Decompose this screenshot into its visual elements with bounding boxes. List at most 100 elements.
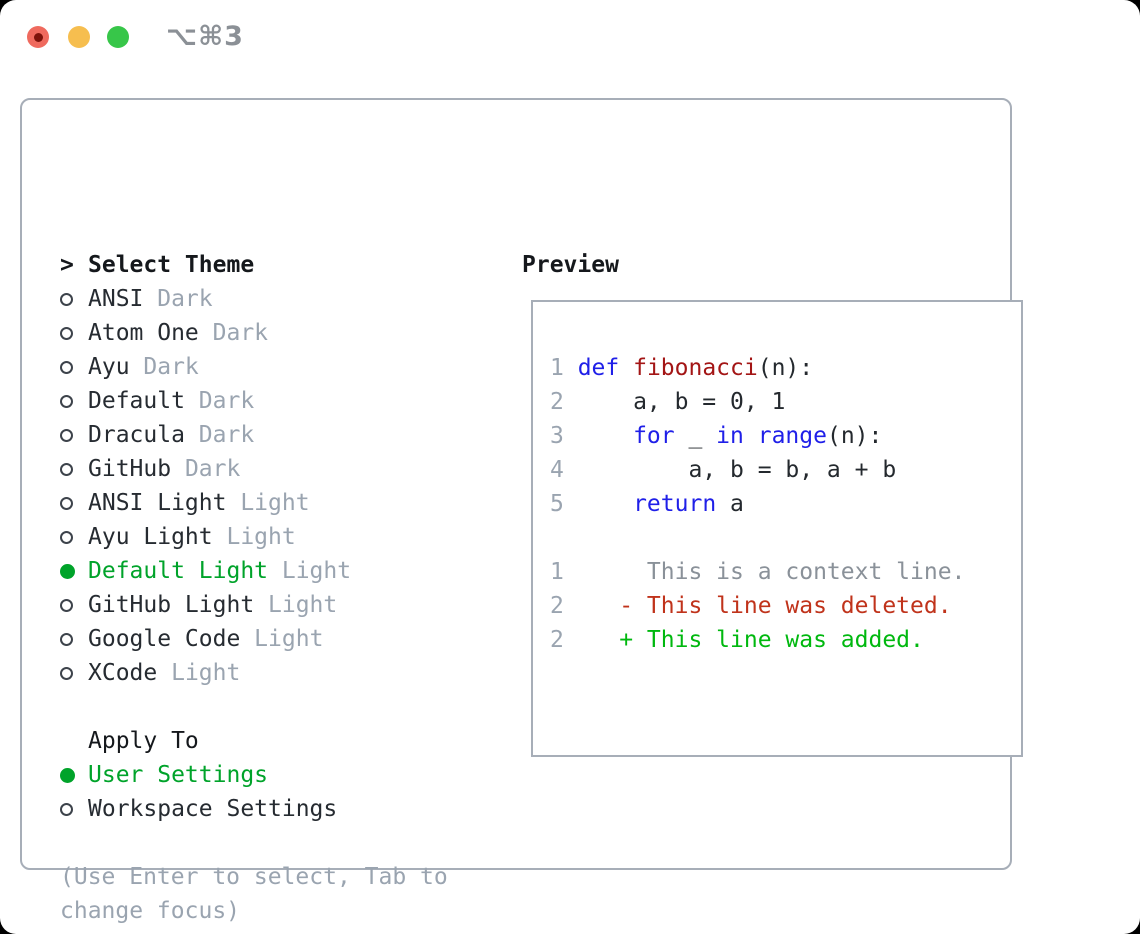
option-variant-label: Light [268, 558, 352, 584]
option-variant-label: Light [226, 490, 310, 516]
option-variant-label: Dark [184, 388, 255, 414]
option-label: Google Code [88, 626, 241, 652]
preview-line: 1 This is a context line. [550, 555, 1021, 589]
radio-icon [60, 632, 88, 646]
option-label: Default Light [88, 558, 269, 584]
code-segment: _ [674, 423, 717, 449]
theme-option-github[interactable]: GitHub Dark [60, 452, 351, 486]
code-segment: def [577, 355, 620, 381]
radio-icon [60, 428, 88, 442]
code-segment: This is a context line. [577, 559, 966, 585]
code-segment: - This line was deleted. [577, 593, 952, 619]
theme-option-ansi-light[interactable]: ANSI Light Light [60, 486, 351, 520]
code-segment: a, b = b, a + b [577, 457, 897, 483]
radio-icon [60, 530, 88, 544]
option-label: Ayu [88, 354, 130, 380]
keyboard-shortcut-label: ⌥⌘3 [166, 21, 244, 52]
code-segment [619, 355, 633, 381]
theme-option-ansi[interactable]: ANSI Dark [60, 282, 351, 316]
option-label: Atom One [88, 320, 199, 346]
theme-option-dracula[interactable]: Dracula Dark [60, 418, 351, 452]
radio-selected-icon [60, 767, 88, 783]
code-segment: a, b = 0, 1 [577, 389, 786, 415]
theme-option-xcode[interactable]: XCode Light [60, 656, 351, 690]
line-number: 1 [550, 559, 564, 585]
select-theme-title: Select Theme [88, 252, 255, 278]
help-text: (Use Enter to select, Tab to change focus… [60, 860, 448, 928]
code-segment: (n): [757, 355, 814, 381]
help-line-2: change focus) [60, 898, 241, 924]
apply-to-title: Apply To [88, 728, 199, 754]
option-variant-label: Light [212, 524, 296, 550]
radio-icon [60, 326, 88, 340]
theme-option-ayu-light[interactable]: Ayu Light Light [60, 520, 351, 554]
line-number: 1 [550, 355, 564, 381]
option-label: XCode [88, 660, 158, 686]
zoom-button[interactable] [107, 26, 129, 48]
line-number: 2 [550, 627, 564, 653]
line-number: 3 [550, 423, 564, 449]
radio-icon [60, 666, 88, 680]
option-label: GitHub Light [88, 592, 255, 618]
code-segment: return [633, 491, 717, 517]
apply-option-workspace-settings[interactable]: Workspace Settings [60, 792, 351, 826]
apply-option-user-settings[interactable]: User Settings [60, 758, 351, 792]
radio-icon [60, 292, 88, 306]
option-variant-label: Light [254, 592, 338, 618]
radio-selected-icon [60, 563, 88, 579]
code-segment: (n): [826, 423, 883, 449]
theme-option-default-light[interactable]: Default Light Light [60, 554, 351, 588]
radio-icon [60, 496, 88, 510]
option-label: Workspace Settings [88, 796, 338, 822]
help-line-1: (Use Enter to select, Tab to [60, 864, 448, 890]
option-variant-label: Dark [143, 286, 213, 312]
option-label: ANSI [88, 286, 144, 312]
code-segment: + This line was added. [577, 627, 924, 653]
option-variant-label: Light [240, 626, 324, 652]
line-number: 2 [550, 389, 564, 415]
preview-line: 2 - This line was deleted. [550, 589, 1021, 623]
option-variant-label: Light [157, 660, 241, 686]
apply-to-header: Apply To [60, 724, 351, 758]
preview-line: 4 a, b = b, a + b [550, 453, 1021, 487]
option-label: Dracula [88, 422, 185, 448]
theme-option-atom-one[interactable]: Atom One Dark [60, 316, 351, 350]
theme-option-github-light[interactable]: GitHub Light Light [60, 588, 351, 622]
radio-icon [60, 598, 88, 612]
option-label: ANSI Light [88, 490, 227, 516]
close-button[interactable] [27, 26, 49, 48]
code-segment [578, 423, 633, 449]
radio-icon [60, 802, 88, 816]
preview-line: 2 a, b = 0, 1 [550, 385, 1021, 419]
minimize-button[interactable] [68, 26, 90, 48]
theme-option-google-code[interactable]: Google Code Light [60, 622, 351, 656]
preview-line: 5 return a [550, 487, 1021, 521]
line-number: 5 [550, 491, 564, 517]
radio-icon [60, 360, 88, 374]
option-variant-label: Dark [171, 456, 241, 482]
code-segment: range [757, 423, 827, 449]
preview-title: Preview [522, 252, 619, 278]
line-number: 2 [550, 593, 564, 619]
preview-line [550, 521, 1021, 555]
select-theme-header: > Select Theme [60, 248, 351, 282]
radio-icon [60, 462, 88, 476]
theme-option-default[interactable]: Default Dark [60, 384, 351, 418]
option-variant-label: Dark [198, 320, 269, 346]
theme-option-ayu[interactable]: Ayu Dark [60, 350, 351, 384]
code-segment [578, 491, 633, 517]
close-dot-icon [33, 32, 43, 42]
option-variant-label: Dark [184, 422, 255, 448]
code-segment [744, 423, 758, 449]
option-label: Default [88, 388, 185, 414]
preview-line: 2 + This line was added. [550, 623, 1021, 657]
option-label: GitHub [88, 456, 172, 482]
